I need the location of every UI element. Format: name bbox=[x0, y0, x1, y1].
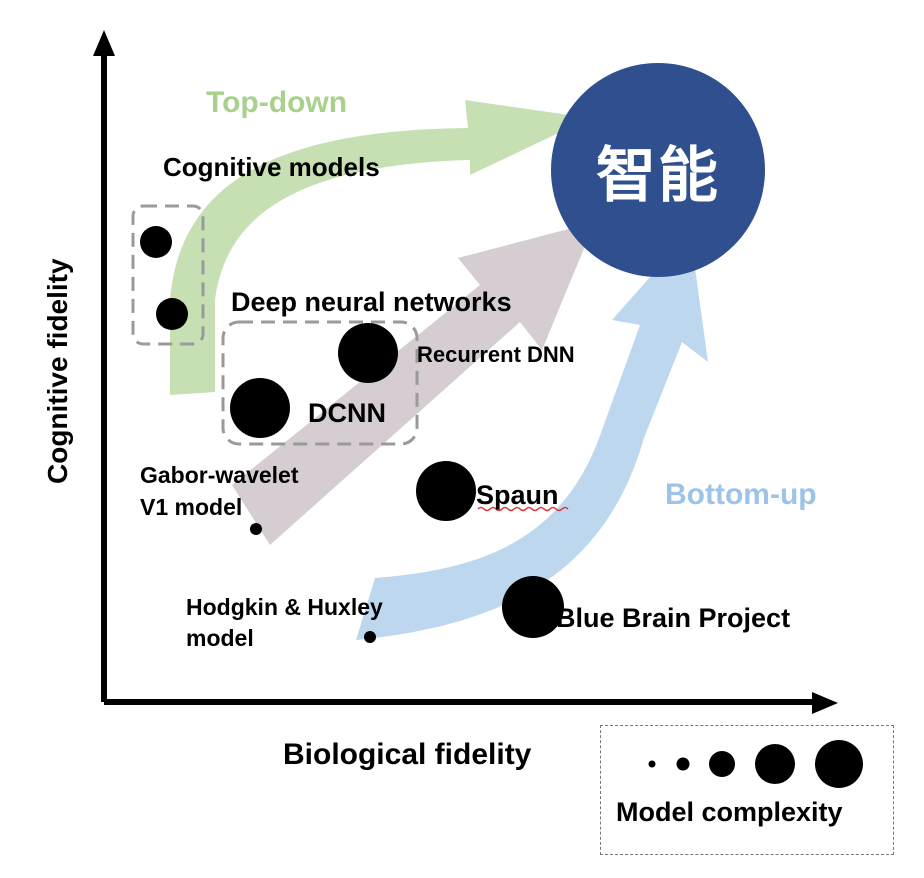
legend-dot-1 bbox=[648, 760, 656, 768]
legend-dot-3 bbox=[709, 751, 735, 777]
recurrent-dnn-label: Recurrent DNN bbox=[417, 342, 575, 367]
hodgkin-huxley-label-line2: model bbox=[186, 625, 254, 651]
spaun-label: Spaun bbox=[476, 480, 559, 510]
top-down-label: Top-down bbox=[206, 86, 348, 119]
cognitive-model-dot-1 bbox=[140, 226, 172, 258]
blue-brain-dot bbox=[502, 576, 564, 638]
deep-networks-label: Deep neural networks bbox=[231, 287, 512, 317]
hodgkin-huxley-dot bbox=[364, 631, 376, 643]
legend-box bbox=[600, 725, 894, 855]
legend-dot-4 bbox=[755, 744, 795, 784]
middle-arrow bbox=[232, 222, 595, 545]
x-axis-label: Biological fidelity bbox=[283, 738, 532, 771]
spaun-dot bbox=[416, 461, 476, 521]
legend-label: Model complexity bbox=[616, 797, 843, 827]
gabor-wavelet-label-line2: V1 model bbox=[140, 494, 243, 520]
y-axis bbox=[93, 30, 115, 702]
dcnn-dot bbox=[230, 378, 290, 438]
intelligence-goal-circle bbox=[551, 63, 765, 277]
y-axis-label: Cognitive fidelity bbox=[42, 258, 73, 484]
dcnn-label: DCNN bbox=[308, 398, 386, 428]
cognitive-model-dot-2 bbox=[156, 298, 188, 330]
bottom-up-label: Bottom-up bbox=[665, 478, 817, 511]
legend-dot-2 bbox=[676, 757, 690, 771]
spell-check-underline bbox=[477, 506, 569, 512]
intelligence-label: 智能 bbox=[596, 140, 720, 211]
hodgkin-huxley-label-line1: Hodgkin & Huxley bbox=[186, 594, 383, 620]
cognitive-models-group-box bbox=[131, 204, 205, 346]
deep-networks-group-box bbox=[221, 320, 419, 446]
cognitive-models-label: Cognitive models bbox=[163, 152, 380, 182]
x-axis bbox=[104, 692, 838, 714]
blue-brain-label: Blue Brain Project bbox=[556, 603, 791, 633]
legend-dot-5 bbox=[815, 740, 863, 788]
recurrent-dnn-dot bbox=[338, 323, 398, 383]
gabor-wavelet-dot bbox=[250, 523, 262, 535]
gabor-wavelet-label-line1: Gabor-wavelet bbox=[140, 462, 299, 488]
top-down-arrow bbox=[170, 100, 590, 395]
